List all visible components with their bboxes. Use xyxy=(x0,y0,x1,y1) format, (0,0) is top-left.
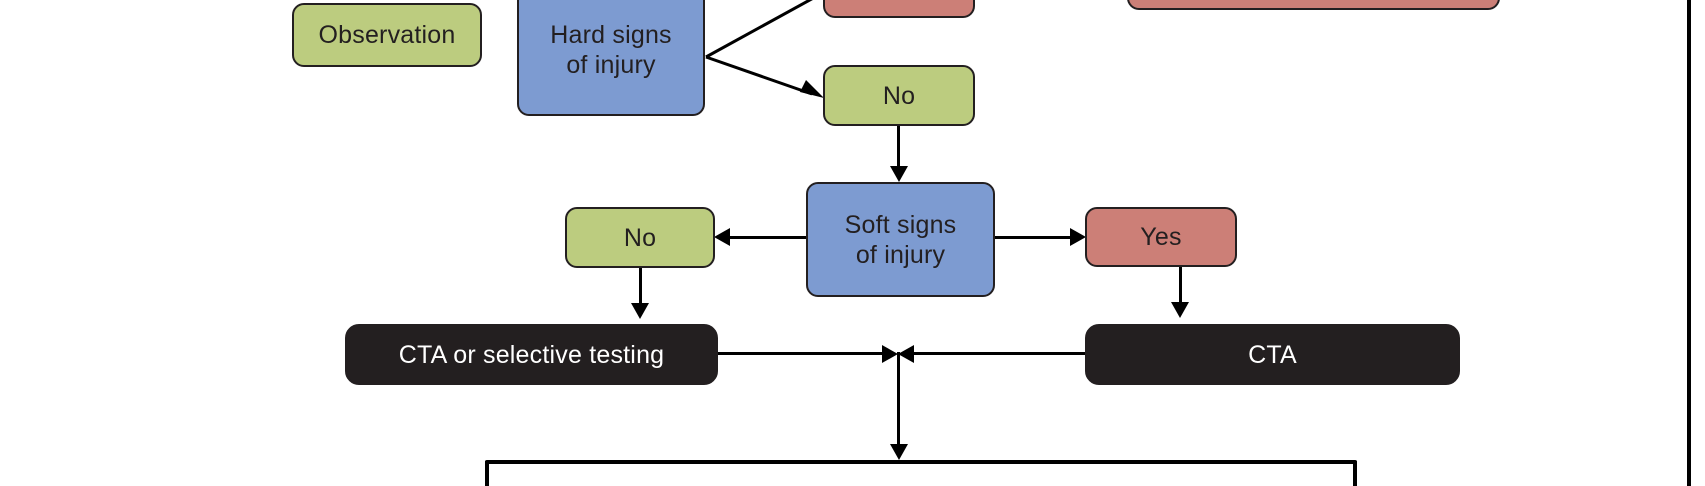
connector-soft-signs-to-yes xyxy=(995,236,1073,239)
connector-cta-to-junction xyxy=(910,352,1086,355)
node-hard-signs-yes-clipped[interactable] xyxy=(823,0,975,18)
node-cta-or-selective-testing-label: CTA or selective testing xyxy=(398,340,665,369)
node-hard-signs-no-label: No xyxy=(882,81,916,110)
arrowhead-no-to-cta-selective xyxy=(631,303,649,319)
node-observation[interactable]: Observation xyxy=(292,3,482,67)
connector-no-to-cta-selective xyxy=(639,267,642,307)
node-soft-signs-no[interactable]: No xyxy=(565,207,715,268)
arrowhead-junction-to-bottom-box xyxy=(890,444,908,460)
node-hard-signs-no[interactable]: No xyxy=(823,65,975,126)
connector-yes-to-cta xyxy=(1179,266,1182,306)
arrowhead-yes-to-cta xyxy=(1171,302,1189,318)
arrowhead-cta-selective-to-junction xyxy=(882,345,898,363)
node-observation-label: Observation xyxy=(318,21,456,49)
node-top-right-clipped[interactable] xyxy=(1127,0,1500,10)
figure-right-rule xyxy=(1687,0,1691,486)
node-bottom-container[interactable] xyxy=(485,460,1357,486)
connector-no-to-soft-signs xyxy=(897,126,900,170)
node-hard-signs-of-injury-label: Hard signs of injury xyxy=(550,21,672,79)
node-soft-signs-no-label: No xyxy=(623,223,657,252)
arrowhead-no-to-soft-signs xyxy=(890,166,908,182)
connector-soft-signs-to-no xyxy=(727,236,807,239)
node-soft-signs-yes-label: Yes xyxy=(1140,223,1182,251)
arrowhead-soft-signs-to-no xyxy=(714,228,730,246)
node-cta-label: CTA xyxy=(1248,340,1297,369)
connector-cta-selective-to-junction xyxy=(718,352,888,355)
arrowhead-soft-signs-to-yes xyxy=(1070,228,1086,246)
node-cta-or-selective-testing[interactable]: CTA or selective testing xyxy=(345,324,718,385)
arrowhead-cta-to-junction xyxy=(898,345,914,363)
node-hard-signs-of-injury[interactable]: Hard signs of injury xyxy=(517,0,705,116)
connector-junction-to-bottom-box xyxy=(897,352,900,448)
node-soft-signs-yes[interactable]: Yes xyxy=(1085,207,1237,267)
node-soft-signs-of-injury-label: Soft signs of injury xyxy=(844,210,957,269)
node-cta[interactable]: CTA xyxy=(1085,324,1460,385)
node-soft-signs-of-injury[interactable]: Soft signs of injury xyxy=(806,182,995,297)
